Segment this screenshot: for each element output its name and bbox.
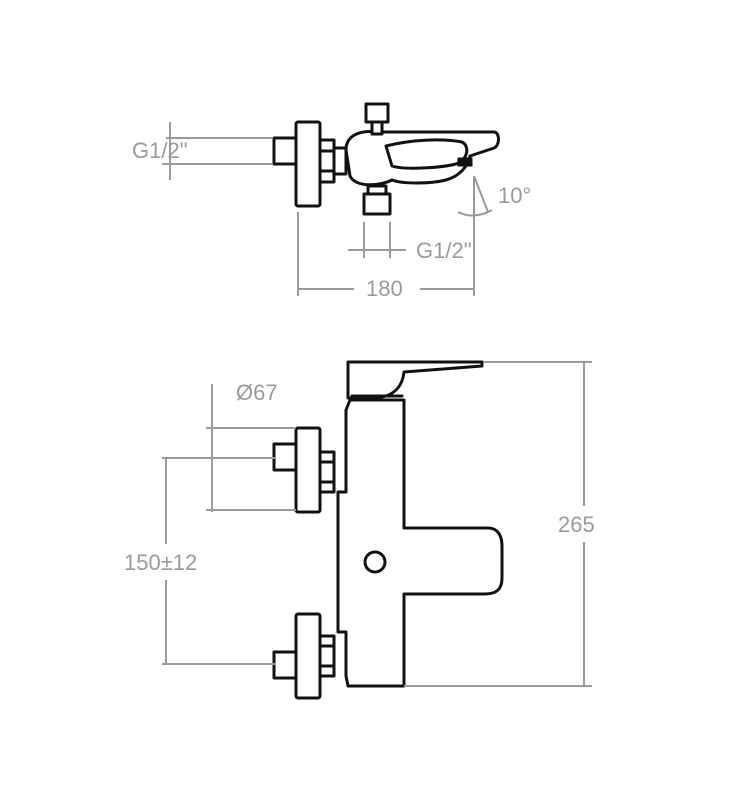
top-diverter-knob [364,102,390,124]
front-lower-inlet-nipple [272,650,298,680]
front-upper-nut [318,450,336,494]
top-connector [332,146,348,176]
front-lower-flange [294,612,322,700]
eccentric-diameter-label: Ø67 [236,380,278,405]
front-view [272,360,504,700]
spout-angle-label: 10° [498,183,531,208]
front-upper-flange [294,426,322,514]
inlet-thread-label: G1/2" [132,138,188,163]
outlet-thread-label: G1/2" [416,238,472,263]
overall-width-label: 180 [366,276,403,301]
front-diverter-hole [363,550,387,574]
front-mixer-body [336,398,504,688]
top-view [272,102,500,216]
inlet-spacing-label: 150±12 [124,550,197,575]
top-wall-flange [294,120,322,208]
top-outlet-nipple [362,192,392,216]
top-dimensions [162,122,493,296]
front-lower-nut [318,634,336,678]
top-diverter-stem [370,120,384,136]
top-lever [384,138,469,170]
top-nut [318,138,336,184]
front-upper-inlet-nipple [272,442,298,472]
front-lever [346,360,484,400]
front-dimensions [162,361,592,687]
top-aerator [457,157,473,167]
top-inlet-nipple [272,136,298,166]
overall-height-label: 265 [558,512,595,537]
